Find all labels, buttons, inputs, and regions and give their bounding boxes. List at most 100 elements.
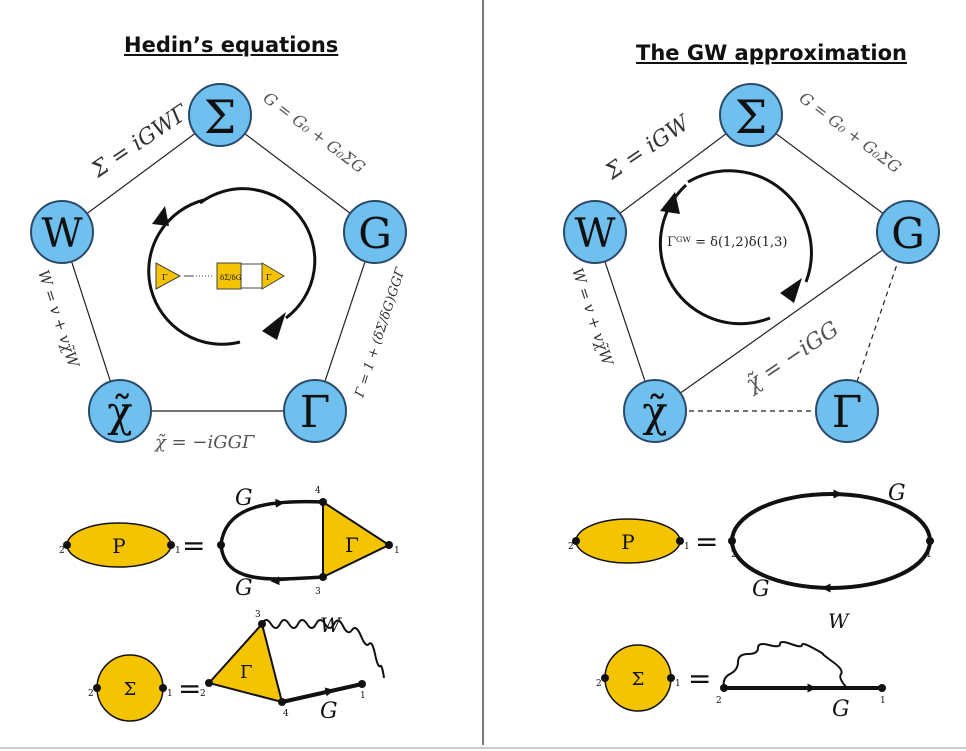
node-gamma-label: Γ	[300, 387, 331, 438]
inset-gamma2-label: Γ	[266, 273, 272, 282]
r-s-w: W	[828, 609, 850, 633]
s-label: Σ	[124, 679, 137, 700]
p-vertex-left-dot	[217, 541, 225, 549]
r-s-vertex-right-dot	[878, 684, 886, 692]
r-s-port-right-dot	[667, 674, 675, 682]
s-vertex-right-dot	[358, 680, 366, 688]
r-edge-sigma-g	[750, 114, 909, 233]
r-p-bubble	[730, 492, 932, 590]
r-p-port-left-dot	[572, 537, 580, 545]
s-vertex-bottom: 4	[283, 709, 289, 719]
edge-sigma-g	[219, 114, 376, 233]
eq-sigma: Σ = iGWΓ	[87, 100, 194, 183]
eq-gamma: Γ = 1 + (δΣ/δG)GGΓ	[352, 265, 409, 400]
inset-gamma2-triangle	[261, 262, 285, 290]
r-p-port-left: 2	[568, 542, 574, 552]
inset-dsigma-label: δΣ/δG	[220, 274, 242, 282]
node-chi	[88, 379, 152, 443]
p-equals: =	[182, 529, 205, 562]
edge-w-sigma	[61, 114, 221, 233]
r-s-port-right: 1	[675, 679, 681, 689]
r-node-chi	[623, 379, 687, 443]
s-gamma: Γ	[240, 662, 253, 683]
r-p-g-top: G	[888, 481, 906, 506]
p-vertex-right: 1	[394, 546, 400, 556]
s-vertex-left: 2	[200, 689, 206, 699]
r-cycle-arrowhead-left	[660, 192, 680, 214]
p-gamma: Γ	[345, 533, 359, 557]
r-p-vertex-right: 1	[926, 550, 932, 560]
r-node-gamma-label: Γ	[832, 387, 863, 438]
eq-g: G = G₀ + G₀ΣG	[260, 88, 369, 177]
p-g-top: G	[235, 486, 253, 511]
s-w-wavy-line	[261, 619, 385, 679]
r-s-label: Σ	[632, 669, 645, 690]
r-p-vertex-left-dot	[728, 537, 736, 545]
r-p-equals: =	[695, 525, 718, 558]
p-g-bottom-line	[219, 544, 324, 581]
p-port-right-dot	[167, 541, 175, 549]
left-polarization-diagram: P 2 1 = Γ 4 3 1 G G	[59, 486, 400, 601]
r-edge-w-sigma	[594, 114, 752, 233]
s-vertex-right: 1	[360, 691, 366, 701]
p-g-bottom-arrow	[270, 576, 291, 586]
r-node-gamma	[815, 379, 879, 443]
r-node-sigma	[719, 83, 783, 147]
r-p-label: P	[621, 530, 634, 554]
inset-gamma-label: Γ	[162, 273, 168, 282]
p-vertex-right-dot	[385, 541, 393, 549]
inset-gamma-triangle	[155, 262, 182, 290]
s-vertex-bottom-dot	[278, 698, 286, 706]
node-sigma	[188, 83, 252, 147]
r-p-vertex-left: 2	[731, 550, 737, 560]
s-equals: =	[178, 672, 201, 705]
r-s-port-left-dot	[601, 674, 609, 682]
node-g	[343, 200, 407, 264]
s-port-right: 1	[167, 689, 173, 699]
left-title: Hedin’s equations	[124, 33, 339, 57]
right-title: The GW approximation	[636, 41, 907, 65]
r-s-vertex-left: 2	[716, 696, 722, 706]
r-p-port-right-dot	[676, 537, 684, 545]
p-port-left: 2	[59, 546, 65, 556]
eq-w: W = v + vχ̃W	[34, 268, 83, 371]
p-g-bottom: G	[235, 576, 253, 601]
s-port-right-dot	[159, 684, 167, 692]
node-gamma	[283, 379, 347, 443]
node-w-label: W	[41, 211, 82, 257]
node-g-label: G	[358, 209, 392, 258]
left-nodes: Σ G W χ̃ Γ	[30, 83, 407, 443]
inset-dsigma-box	[216, 262, 242, 290]
r-node-g	[876, 200, 940, 264]
r-cycle-arc-lower	[687, 169, 813, 283]
s-w: W	[320, 613, 342, 637]
r-eq-w: W = v + vχ̃W	[568, 266, 617, 369]
s-vertex-left-dot	[205, 679, 213, 687]
s-vertex-top: 3	[255, 610, 261, 620]
right-nodes: Σ G W χ̃ Γ	[563, 83, 940, 443]
s-g-arrow	[315, 687, 335, 697]
left-vertex-inset: Γ δΣ/δG Γ	[155, 262, 285, 290]
r-cycle-arrowhead-right	[780, 278, 802, 303]
right-self-energy-diagram: Σ 2 1 = 2 1 W G	[596, 609, 886, 722]
r-node-w	[563, 200, 627, 264]
r-node-g-label: G	[891, 209, 925, 258]
node-sigma-label: Σ	[204, 90, 237, 144]
r-eq-sigma: Σ = iGW	[601, 110, 697, 186]
s-port-left: 2	[88, 689, 94, 699]
s-port-left-dot	[93, 684, 101, 692]
p-g-top-arrow	[264, 498, 285, 508]
right-cycle-arrow	[658, 169, 813, 326]
p-g-top-line	[219, 499, 324, 546]
r-s-vertex-right: 1	[880, 696, 886, 706]
r-node-chi-label: χ̃	[642, 387, 667, 436]
p-vertex-top-dot	[319, 498, 327, 506]
p-port-right: 1	[175, 546, 181, 556]
r-node-w-label: W	[574, 211, 615, 257]
r-p-g-bottom: G	[752, 577, 770, 602]
r-s-port-left: 2	[596, 679, 602, 689]
r-s-equals: =	[688, 662, 711, 695]
r-p-vertex-right-dot	[926, 537, 934, 545]
